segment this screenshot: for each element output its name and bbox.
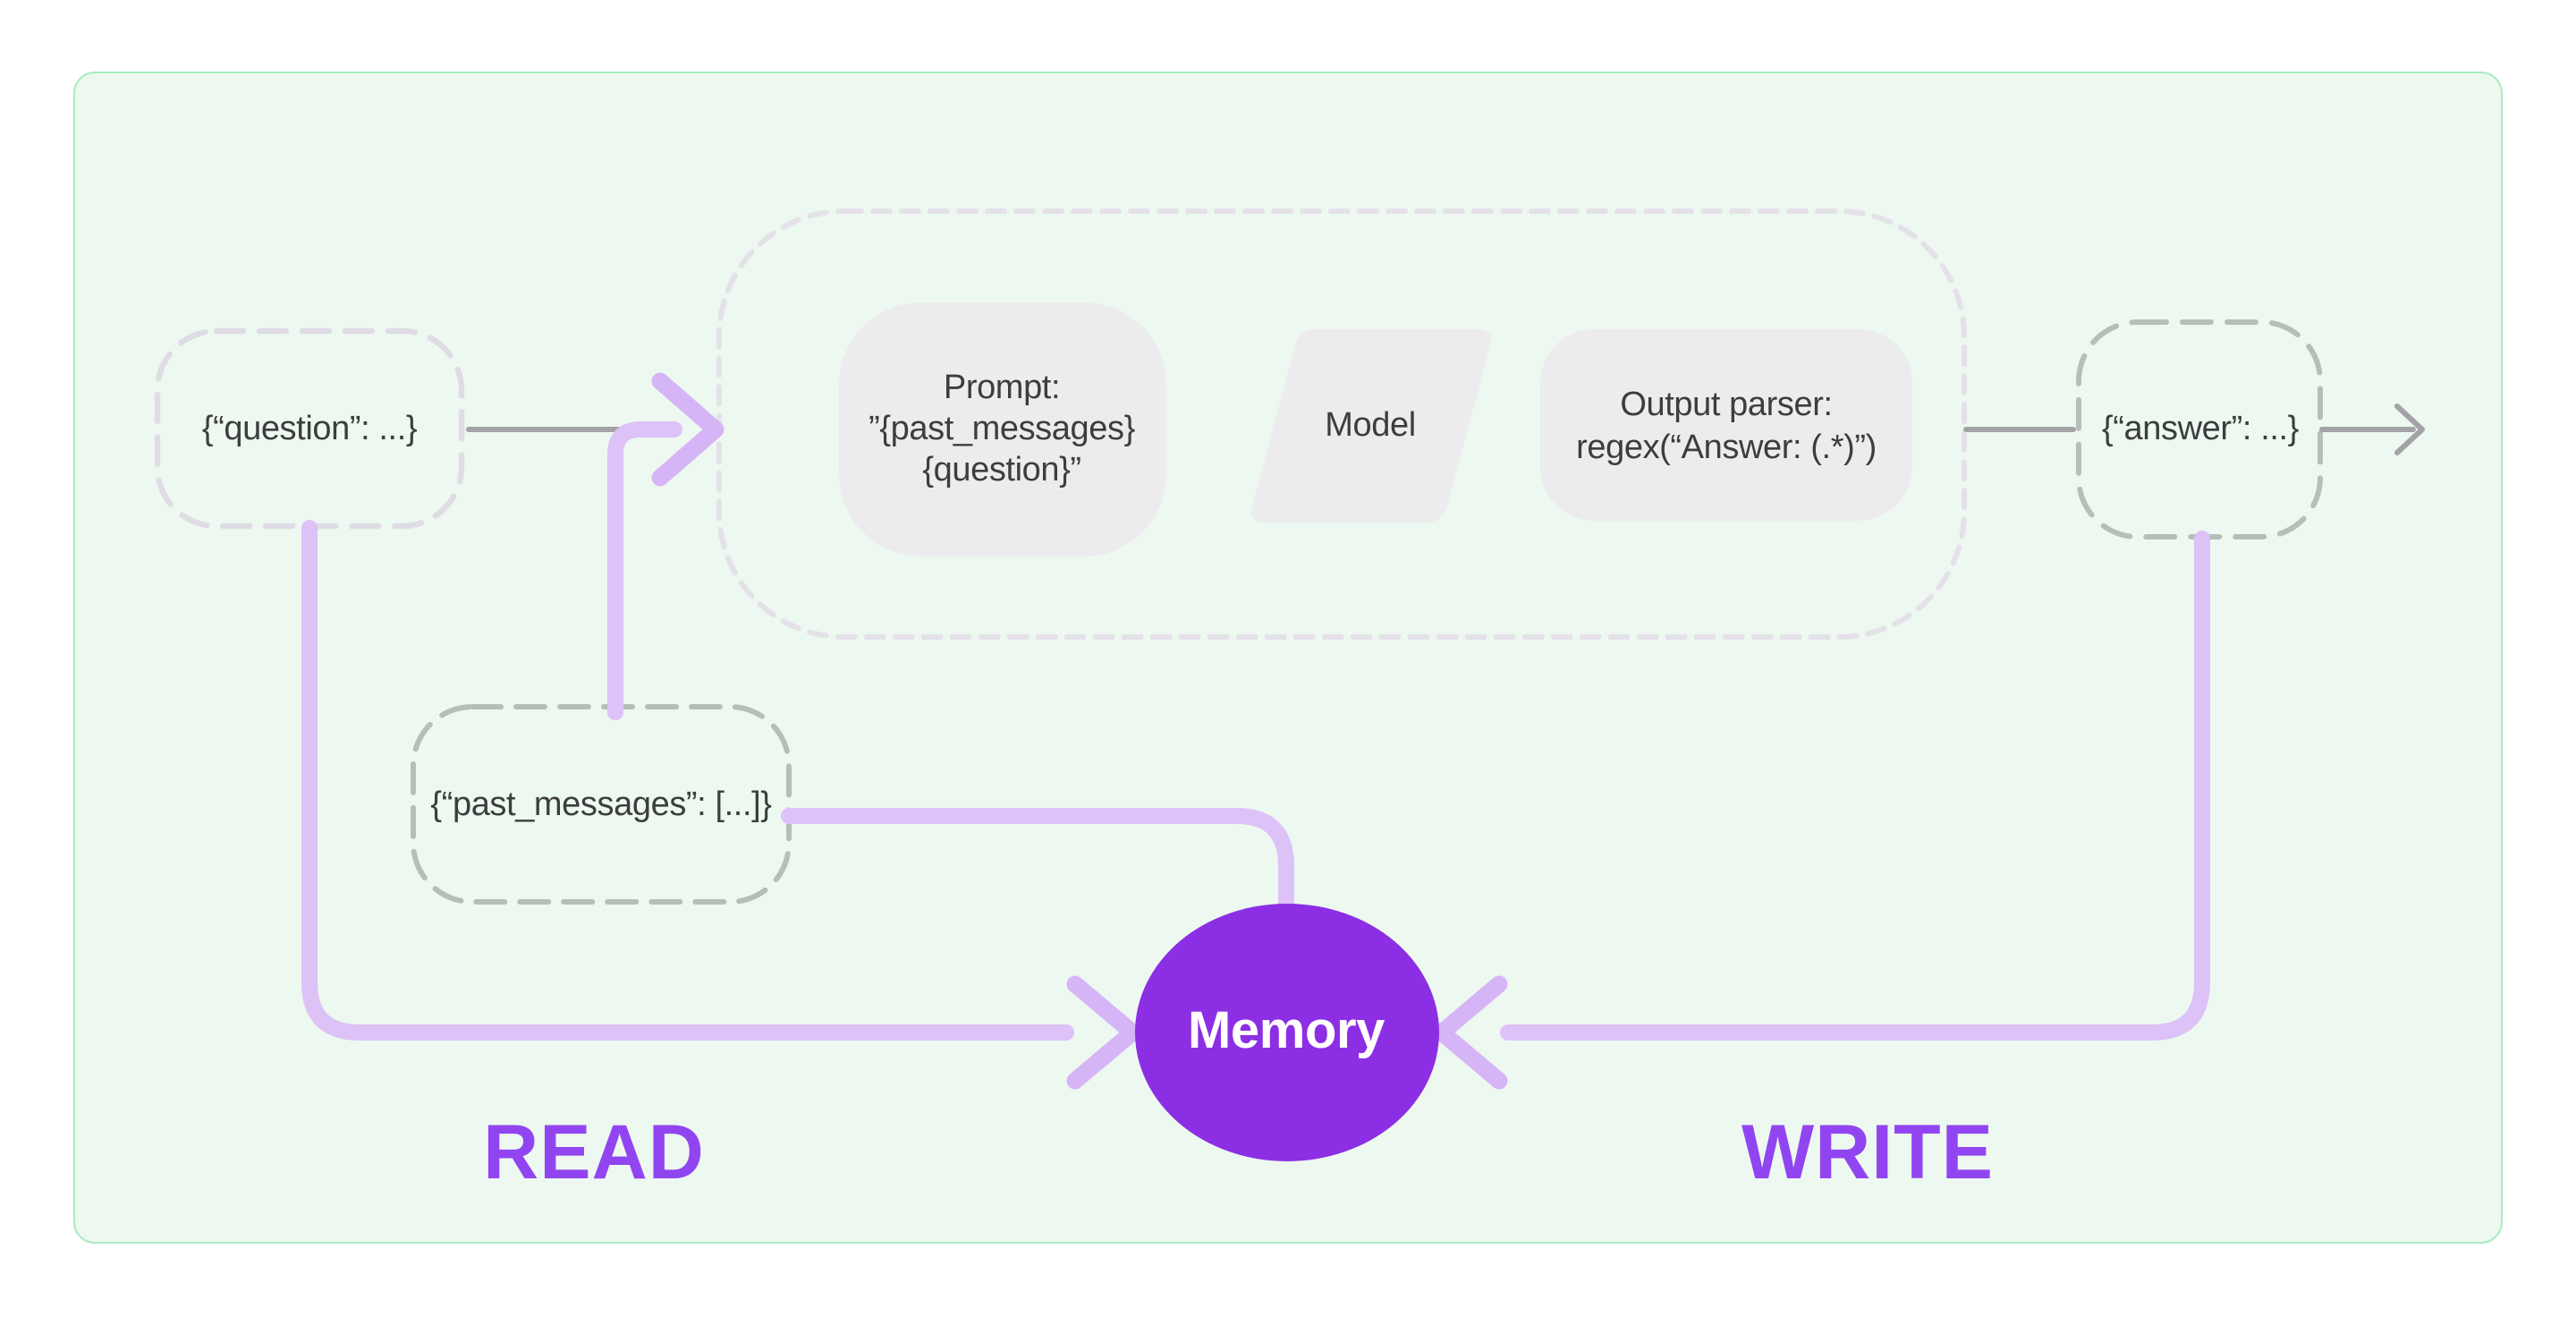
output-parser-node [1540, 329, 1912, 521]
read-path-line [301, 520, 1074, 1041]
past-messages-node-outline [411, 704, 792, 905]
read-annotation: READ [483, 1110, 705, 1196]
write-annotation: WRITE [1741, 1110, 1995, 1196]
memory-node [1135, 904, 1439, 1161]
question-node-label: {“question”: ...} [201, 411, 418, 448]
model-node-label: Model [1325, 407, 1416, 445]
write-path-line [1500, 531, 2210, 1041]
output-parser-label-line-1: Output parser: [1620, 387, 1833, 424]
chain-input-arrowhead-icon [651, 372, 724, 487]
output-parser-node-label: Output parser: regex(“Answer: (.*)”) [1576, 385, 1877, 471]
prompt-label-line-2: ”{past_messages} [869, 411, 1135, 448]
prompt-node-label: Prompt: ”{past_messages} {question}” [869, 368, 1135, 491]
past-messages-node-label: {“past_messages”: [...]} [430, 786, 772, 824]
memory-read-arrowhead-icon [1066, 975, 1141, 1090]
output-parser-label-line-2: regex(“Answer: (.*)”) [1576, 429, 1877, 467]
past-messages-to-memory-line [781, 808, 1294, 913]
answer-node-label: {“answer”: ...} [2102, 411, 2299, 448]
prompt-label-line-3: {question}” [922, 452, 1081, 489]
prompt-node [839, 302, 1166, 557]
prompt-label-line-1: Prompt: [943, 370, 1061, 407]
memory-write-arrowhead-icon [1433, 975, 1508, 1090]
answer-output-arrowhead-icon [2394, 404, 2425, 455]
memory-node-label: Memory [1188, 1003, 1385, 1060]
past-messages-to-chain-line [607, 421, 682, 720]
